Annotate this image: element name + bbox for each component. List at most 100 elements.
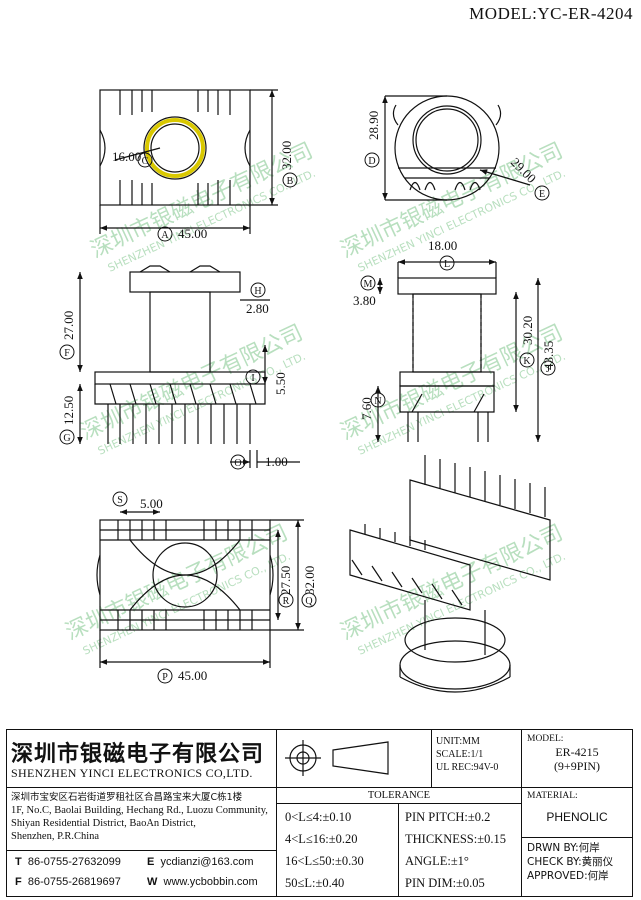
label-s: S	[112, 491, 128, 507]
tol-row-1: 0<L≤4:±0.10	[285, 810, 352, 824]
material-label: MATERIAL:	[527, 791, 578, 801]
projection-cell	[277, 730, 432, 788]
section-view	[96, 519, 274, 631]
web-label: W	[147, 876, 158, 888]
check-by: CHECK BY:黄丽仪	[527, 856, 614, 868]
svg-text:O: O	[234, 458, 241, 469]
fax-label: F	[15, 876, 22, 888]
isometric-view	[349, 455, 551, 693]
approval-cell: DRWN BY:何岸 CHECK BY:黄丽仪 APPROVED:何岸	[522, 838, 632, 896]
material-value: PHENOLIC	[546, 810, 608, 824]
label-g: G	[59, 429, 75, 445]
dim-a-45: 45.00	[178, 226, 207, 241]
address-en-2: Shiyan Residential District, BaoAn Distr…	[11, 818, 196, 829]
tolerance-title: TOLERANCE	[277, 788, 522, 804]
email-value: ycdianzi@163.com	[160, 856, 254, 868]
label-n: N	[370, 392, 386, 408]
company-name-cn: 深圳市银磁电子有限公司	[11, 742, 265, 767]
tol-row-4: 50≤L:±0.40	[285, 876, 345, 890]
dim-g-1250: 12.50	[61, 396, 76, 425]
model-value: ER-4215	[555, 745, 599, 759]
svg-text:G: G	[63, 433, 70, 444]
dim-n-760: 7.60	[359, 397, 374, 420]
dim-b-32: 32.00	[279, 141, 294, 170]
unit-text: UNIT:MM	[436, 736, 480, 747]
dim-f-2700: 27.00	[61, 311, 76, 340]
svg-text:P: P	[162, 672, 168, 683]
dim-r-2750: 27.50	[278, 566, 293, 595]
approved-by: APPROVED:何岸	[527, 870, 609, 882]
svg-text:D: D	[368, 156, 375, 167]
tol2-row-2: THICKNESS:±0.15	[405, 832, 506, 846]
dim-s-500: 5.00	[140, 496, 163, 511]
svg-text:J: J	[546, 364, 550, 375]
label-b: B	[282, 172, 298, 188]
tolerance-col-1: 0<L≤4:±0.10 4<L≤16:±0.20 16<L≤50:±0.30 5…	[277, 804, 399, 896]
tol-row-2: 4<L≤16:±0.20	[285, 832, 358, 846]
material-cell: MATERIAL: PHENOLIC	[522, 788, 632, 838]
tol2-row-3: ANGLE:±1°	[405, 854, 469, 868]
tel-value: 86-0755-27632099	[27, 856, 121, 868]
tol2-row-4: PIN DIM:±0.05	[405, 876, 485, 890]
label-k: K	[519, 352, 535, 368]
dim-l-1800: 18.00	[428, 238, 457, 253]
tolerance-col-2: PIN PITCH:±0.2 THICKNESS:±0.15 ANGLE:±1°…	[399, 804, 522, 896]
label-p: P	[157, 668, 173, 684]
svg-text:E: E	[539, 189, 545, 200]
title-block: 深圳市银磁电子有限公司 SHENZHEN YINCI ELECTRONICS C…	[6, 729, 633, 897]
watermark-cn-6: 深圳市银磁电子有限公司	[337, 520, 567, 645]
label-q: Q	[301, 592, 317, 608]
label-i: I	[245, 369, 261, 385]
front-view	[94, 265, 266, 444]
address-en-3: Shenzhen, P.R.China	[11, 831, 100, 842]
svg-text:K: K	[523, 356, 531, 367]
label-d: D	[364, 152, 380, 168]
svg-text:M: M	[364, 279, 373, 290]
label-f: F	[59, 344, 75, 360]
bottom-view	[392, 95, 502, 201]
label-l: L	[439, 255, 455, 271]
dim-i-550: 5.50	[273, 372, 288, 395]
svg-text:F: F	[64, 348, 70, 359]
tol-row-3: 16<L≤50:±0.30	[285, 854, 364, 868]
watermark-cn-5: 深圳市银磁电子有限公司	[62, 520, 292, 645]
fax-value: 86-0755-26819697	[27, 876, 121, 888]
tel-label: T	[15, 856, 22, 868]
drawn-by: DRWN BY:何岸	[527, 842, 600, 854]
svg-text:S: S	[117, 495, 123, 506]
label-r: R	[278, 592, 294, 608]
side-view	[397, 277, 497, 442]
contact-cell: T 86-0755-27632099 F 86-0755-26819697 E …	[7, 851, 277, 896]
address-en-1: 1F, No.C, Baolai Building, Hechang Rd., …	[11, 805, 268, 816]
label-c: C	[137, 152, 153, 168]
model-header: MODEL:YC-ER-4204	[469, 4, 633, 23]
ul-text: UL REC:94V-0	[436, 762, 499, 773]
tol2-row-1: PIN PITCH:±0.2	[405, 810, 491, 824]
svg-text:I: I	[251, 373, 254, 384]
model-pins: (9+9PIN)	[553, 759, 601, 773]
company-name-cell: 深圳市银磁电子有限公司 SHENZHEN YINCI ELECTRONICS C…	[7, 730, 277, 788]
address-cell: 深圳市宝安区石岩街道罗租社区合昌路宝来大厦C栋1楼 1F, No.C, Baol…	[7, 788, 277, 851]
web-value: www.ycbobbin.com	[163, 876, 258, 888]
dim-d-2890: 28.90	[366, 111, 381, 140]
address-cn: 深圳市宝安区石岩街道罗租社区合昌路宝来大厦C栋1楼	[11, 792, 243, 803]
svg-text:B: B	[287, 176, 294, 187]
model-cell: MODEL: ER-4215 (9+9PIN)	[522, 730, 632, 788]
dim-p-45: 45.00	[178, 668, 207, 683]
top-view	[99, 89, 251, 206]
label-m: M	[360, 275, 376, 291]
scale-text: SCALE:1/1	[436, 749, 484, 760]
svg-text:Q: Q	[305, 596, 313, 607]
svg-text:C: C	[142, 156, 149, 167]
email-label: E	[147, 856, 155, 868]
unit-cell: UNIT:MM SCALE:1/1 UL REC:94V-0	[432, 730, 522, 788]
dim-k-3020: 30.20	[520, 316, 535, 345]
svg-text:L: L	[444, 259, 450, 270]
model-label: MODEL:	[527, 734, 564, 744]
label-j: J	[540, 360, 556, 376]
projection-symbol	[285, 740, 389, 776]
label-o: O	[230, 454, 246, 470]
svg-text:A: A	[161, 230, 169, 241]
dim-m-380: 3.80	[353, 293, 376, 308]
company-name-en: SHENZHEN YINCI ELECTRONICS CO,LTD.	[11, 766, 253, 780]
